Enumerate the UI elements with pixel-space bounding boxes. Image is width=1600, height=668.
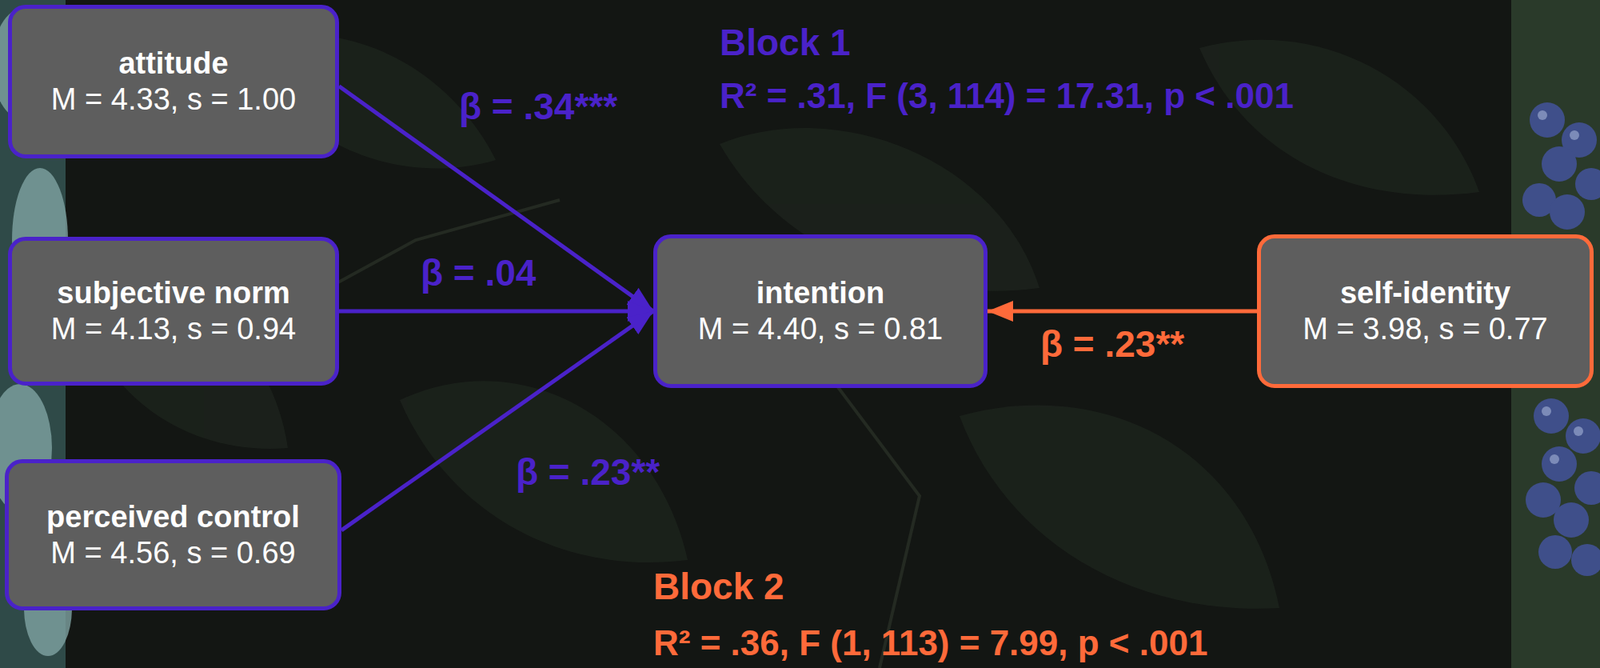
block-title: Block 2 [653,566,785,607]
beta-coefficient: β = .23** [515,451,660,493]
variable-name: self-identity [1340,275,1511,312]
beta-coefficient: β = .23** [1040,323,1185,365]
variable-box: subjective normM = 4.13, s = 0.94 [7,236,340,386]
beta-coefficient: β = .34*** [458,86,618,128]
variable-box: perceived controlM = 4.56, s = 0.69 [4,458,342,611]
variable-name: attitude [118,45,228,82]
model-statistics: R² = .36, F (1, 113) = 7.99, p < .001 [653,623,1208,663]
variable-box: self-identityM = 3.98, s = 0.77 [1256,234,1594,388]
variable-name: perceived control [46,498,300,535]
descriptive-stats: M = 4.33, s = 1.00 [51,81,296,118]
regression-arrow [339,309,654,314]
descriptive-stats: M = 3.98, s = 0.77 [1302,311,1548,348]
model-statistics: R² = .31, F (3, 114) = 17.31, p < .001 [719,76,1294,116]
variable-name: intention [756,275,885,312]
variable-box: attitudeM = 4.33, s = 1.00 [7,4,340,159]
variable-name: subjective norm [56,275,290,312]
regression-arrow [987,309,1257,314]
regression-arrow [339,86,654,312]
descriptive-stats: M = 4.56, s = 0.69 [50,534,296,571]
descriptive-stats: M = 4.13, s = 0.94 [51,311,296,348]
variable-box: intentionM = 4.40, s = 0.81 [653,234,988,388]
beta-coefficient: β = .04 [420,252,536,294]
block-title: Block 1 [719,22,851,64]
descriptive-stats: M = 4.40, s = 0.81 [698,311,943,348]
regression-arrow [341,311,654,531]
